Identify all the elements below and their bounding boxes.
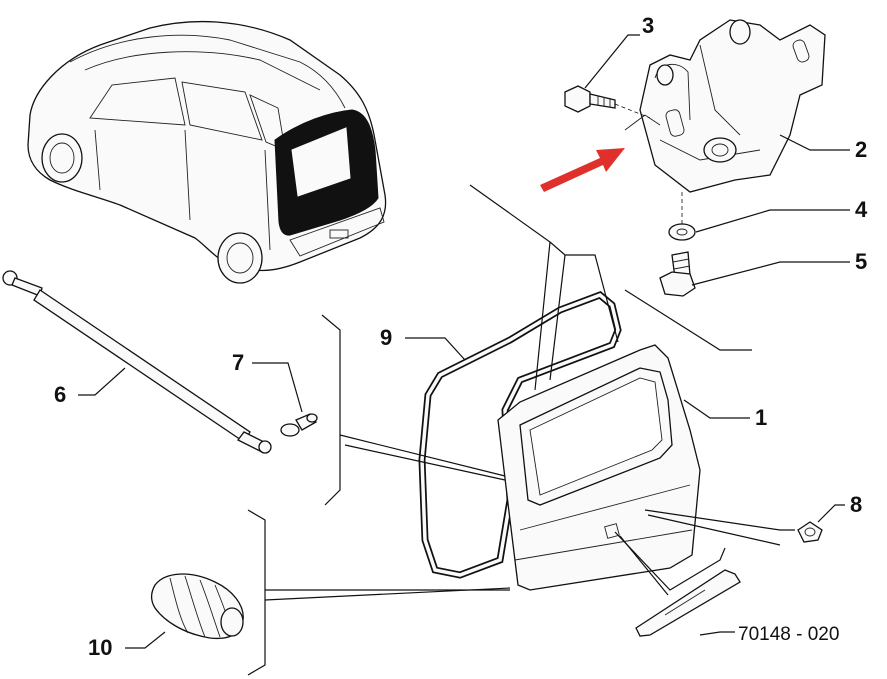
hinge-bracket	[624, 19, 826, 193]
callout-10: 10	[88, 635, 112, 660]
leader-lines	[78, 34, 850, 676]
callout-5: 5	[855, 249, 867, 274]
ball-stud-part-7	[280, 413, 318, 437]
car-illustration	[27, 20, 387, 284]
rubber-bumper-part-10	[150, 573, 244, 640]
seal-part-9	[418, 291, 622, 579]
tailgate-part-1	[497, 344, 701, 591]
washer-part-4	[668, 192, 696, 241]
clip-part-8	[797, 521, 823, 543]
callout-2: 2	[855, 137, 867, 162]
callout-9: 9	[380, 325, 392, 350]
callout-4: 4	[855, 197, 868, 222]
reference-code: 70148 - 020	[738, 624, 839, 645]
callout-6: 6	[54, 382, 66, 407]
callout-1: 1	[755, 405, 767, 430]
bolt-part-3	[564, 85, 651, 119]
bolt-part-5	[659, 251, 696, 297]
gas-strut-part-6	[2, 270, 272, 454]
callout-3: 3	[642, 13, 654, 38]
callout-8: 8	[850, 492, 862, 517]
callout-7: 7	[232, 350, 244, 375]
highlight-arrow-icon	[540, 148, 625, 192]
badge-trim	[635, 569, 741, 637]
